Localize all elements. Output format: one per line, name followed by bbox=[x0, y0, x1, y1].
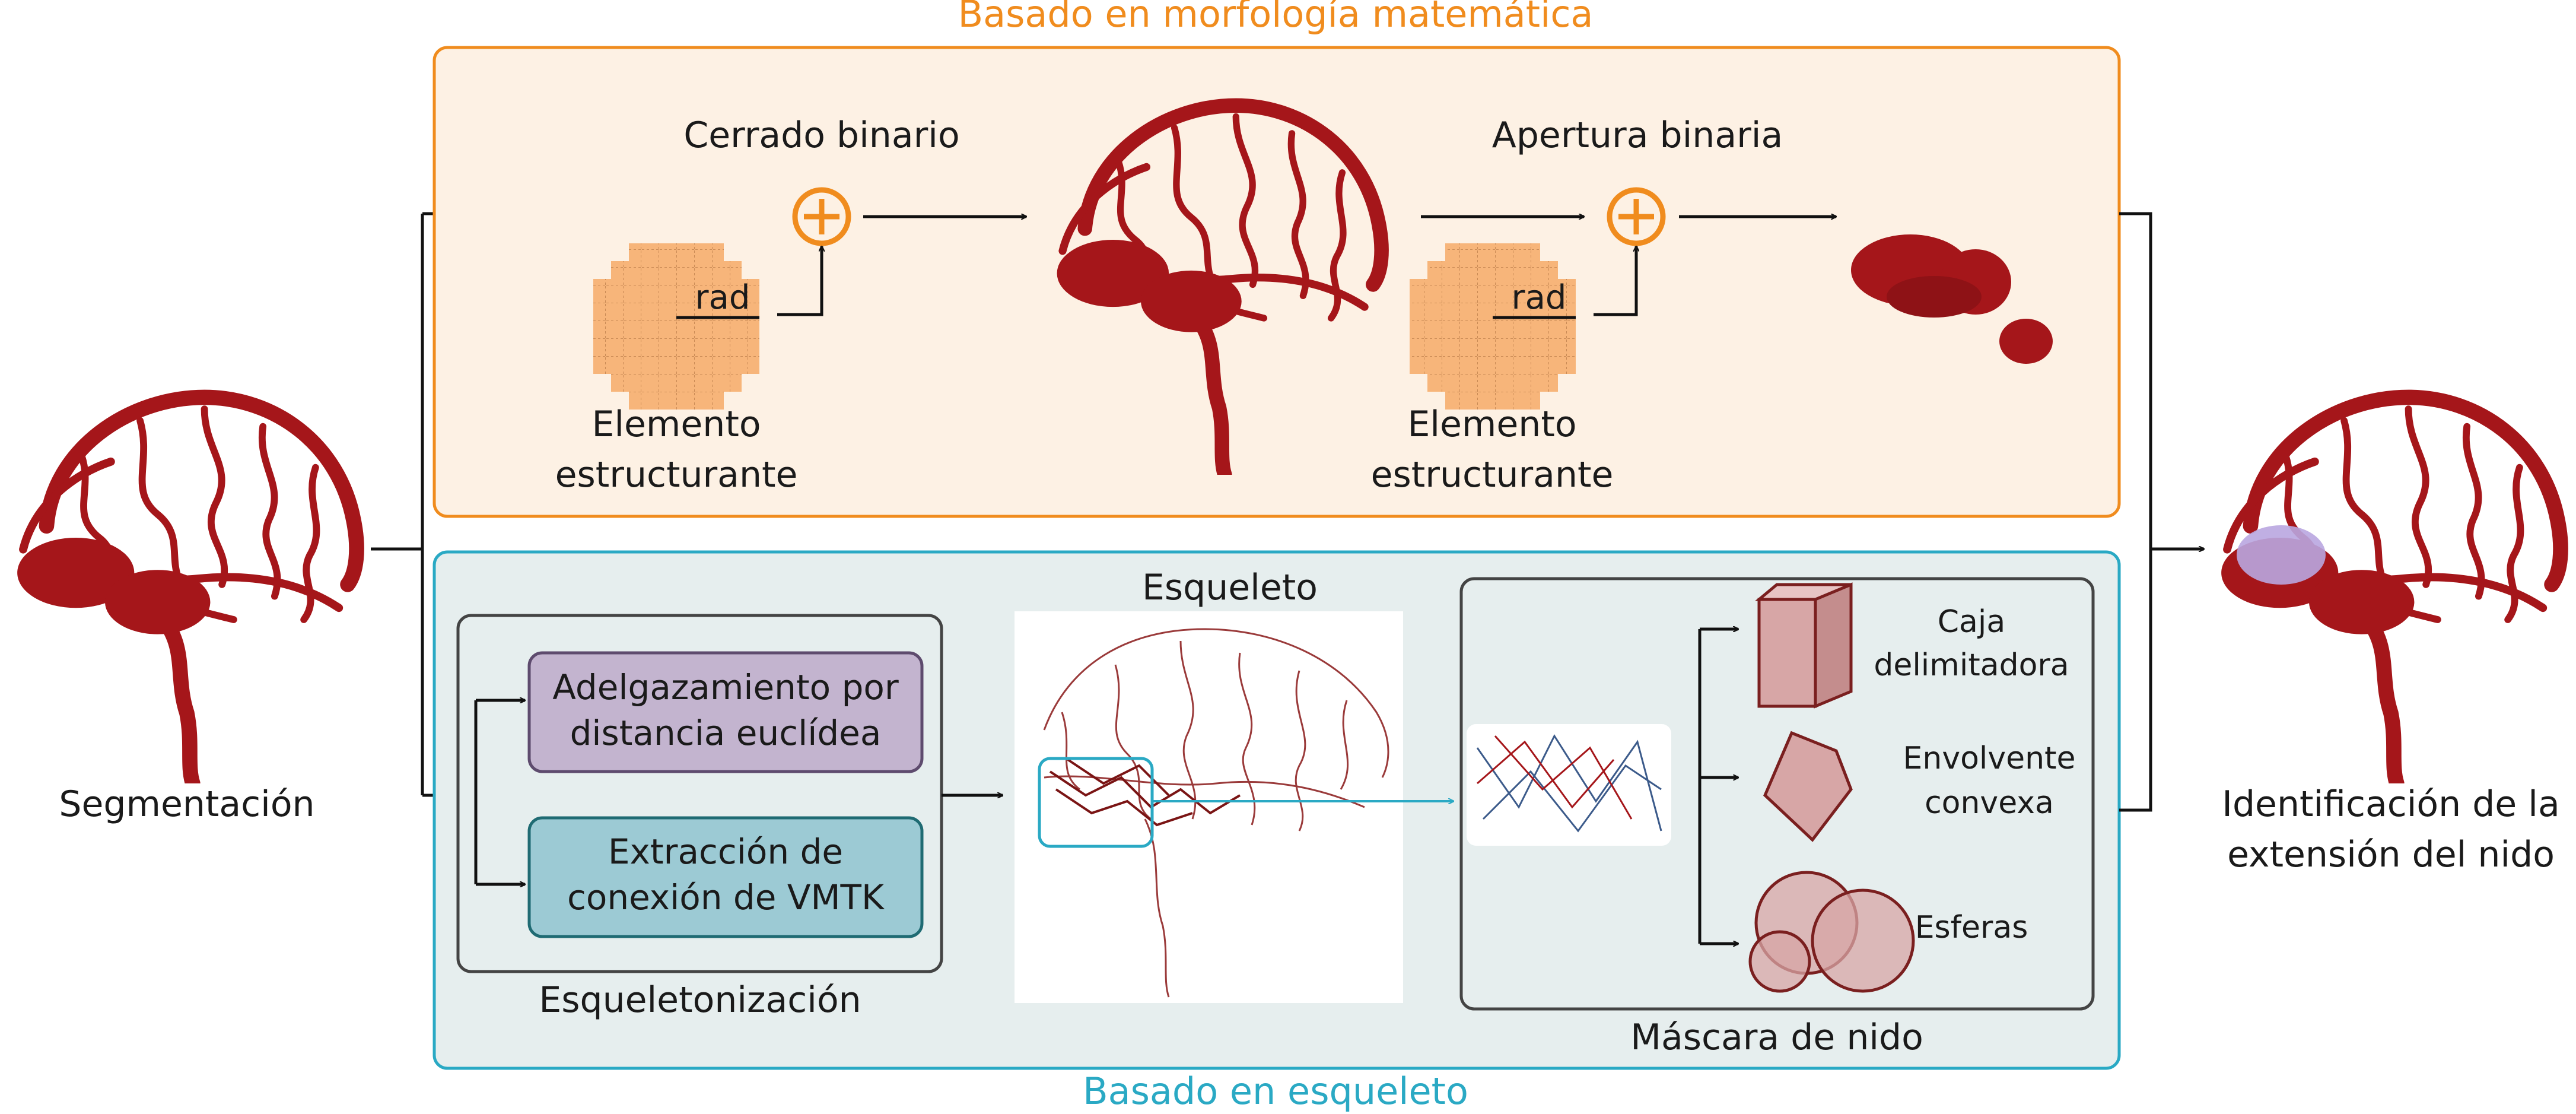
spheres-icon bbox=[1748, 871, 1915, 993]
morphology-panel: Basado en morfología matemática Cerrado … bbox=[432, 0, 2121, 518]
radius-label-2: rad bbox=[1512, 278, 1567, 317]
bbox-label-line1: Caja bbox=[1938, 604, 2006, 640]
nidus-skeleton-zoom bbox=[1467, 724, 1671, 846]
segmentation-label: Segmentación bbox=[59, 783, 314, 825]
output-label-line2: extensión del nido bbox=[2227, 834, 2555, 875]
opening-operator-icon bbox=[1607, 187, 1666, 246]
spheres-label: Esferas bbox=[1915, 910, 2028, 945]
method1-line2: distancia euclídea bbox=[570, 713, 882, 753]
hull-label-line1: Envolvente bbox=[1903, 741, 2076, 776]
skeleton-image bbox=[1015, 611, 1403, 1003]
segmentation-node: Segmentación bbox=[17, 397, 357, 825]
morphology-title: Basado en morfología matemática bbox=[958, 0, 1594, 36]
segmentation-brain-image bbox=[17, 397, 357, 783]
skeleton-panel: Basado en esqueleto Adelgazamiento por d… bbox=[432, 550, 2121, 1113]
method1-line1: Adelgazamiento por bbox=[552, 667, 899, 707]
arrow-se1-to-closing bbox=[777, 246, 822, 316]
method-vmtk-box bbox=[527, 816, 924, 938]
convex-hull-icon bbox=[1763, 731, 1853, 842]
closing-label: Cerrado binario bbox=[683, 115, 959, 156]
se1-label-line1: Elemento bbox=[591, 404, 761, 445]
method2-line2: conexión de VMTK bbox=[567, 877, 885, 918]
se2-label-line1: Elemento bbox=[1407, 404, 1576, 445]
output-label-line1: Identificación de la bbox=[2222, 783, 2559, 825]
skeleton-title: Basado en esqueleto bbox=[1083, 1069, 1468, 1113]
connector-merge bbox=[2119, 212, 2152, 812]
opening-label: Apertura binaria bbox=[1492, 115, 1783, 156]
nidus-overlay bbox=[2237, 525, 2326, 585]
skeletonization-label: Esqueletonización bbox=[539, 979, 861, 1021]
output-brain-image bbox=[2221, 397, 2561, 783]
se2-label-line2: estructurante bbox=[1371, 454, 1614, 496]
bbox-label-line2: delimitadora bbox=[1874, 648, 2069, 683]
skeletonization-box bbox=[456, 614, 943, 973]
nidus-mask-label: Máscara de nido bbox=[1630, 1017, 1923, 1058]
hull-label-line2: convexa bbox=[1925, 785, 2054, 821]
method2-line1: Extracción de bbox=[608, 831, 843, 872]
se1-label-line2: estructurante bbox=[555, 454, 798, 496]
skeleton-label: Esqueleto bbox=[1142, 567, 1318, 608]
radius-label-1: rad bbox=[695, 278, 750, 317]
closing-operator-icon bbox=[792, 187, 851, 246]
nidus-mask-box bbox=[1459, 577, 2095, 1011]
structuring-element-1: rad bbox=[593, 243, 759, 410]
output-node: Identificación de la extensión del nido bbox=[2221, 397, 2561, 875]
method-euclidean-box bbox=[527, 651, 924, 773]
bounding-box-icon bbox=[1755, 582, 1853, 709]
arrow-se2-to-opening bbox=[1594, 246, 1636, 316]
right-connector bbox=[2119, 212, 2204, 812]
structuring-element-2: rad bbox=[1410, 243, 1576, 410]
opened-nidus-image bbox=[1851, 234, 2053, 364]
